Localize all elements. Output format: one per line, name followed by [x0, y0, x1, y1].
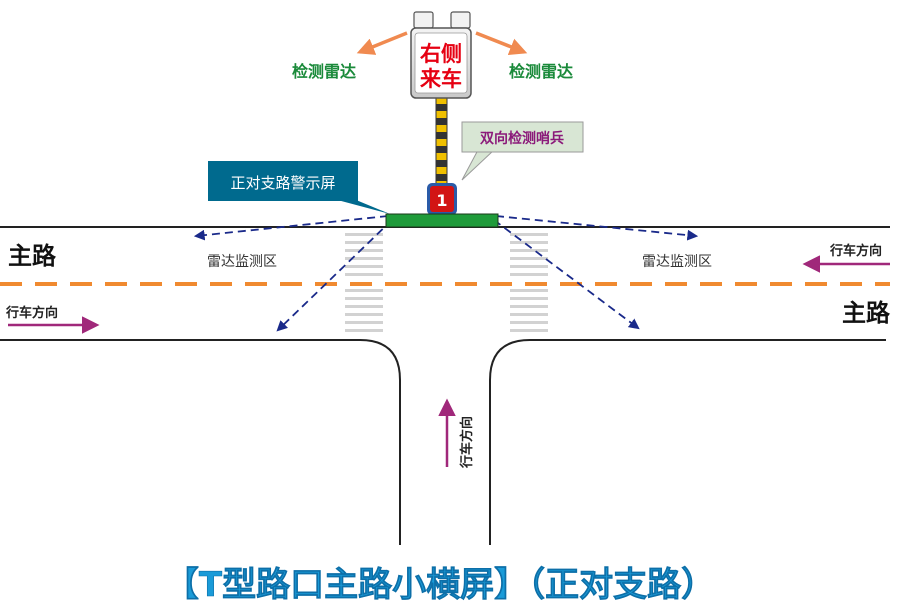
radar-beam-left-main — [193, 215, 389, 241]
radar-box-left — [413, 11, 434, 29]
radar-arrow-left — [356, 31, 408, 55]
screen-label: 正对支路警示屏 — [230, 174, 335, 192]
radar-beam-left-down — [276, 219, 393, 332]
sentinel-callout — [461, 121, 584, 153]
radar-arrow-right — [475, 31, 528, 55]
drive-dir-label-right-lane: 行车方向 — [829, 243, 882, 259]
monitor-zone-label-left: 雷达监测区 — [207, 254, 277, 270]
screen-callout — [208, 161, 358, 201]
sign-text-line2: 来车 — [420, 67, 462, 91]
pole-stripes — [436, 104, 447, 181]
sentinel-number: 1 — [436, 191, 447, 210]
drive-dir-label-left-lane: 行车方向 — [5, 305, 58, 321]
radar-label-right: 检测雷达 — [509, 62, 573, 81]
sentinel-callout-pointer — [461, 149, 496, 181]
sentinel-label: 双向检测哨兵 — [480, 130, 564, 147]
main-road-label-right: 主路 — [842, 299, 891, 327]
zebra-crossing-right — [510, 233, 548, 332]
monitor-zone-label-right: 雷达监测区 — [642, 254, 712, 270]
radar-box-right — [450, 11, 471, 29]
warning-sign-face — [414, 32, 468, 94]
main-road-bottom-right-edge — [489, 339, 886, 545]
drive-dir-label-branch: 行车方向 — [459, 416, 475, 469]
diagram-title: 【T型路口主路小横屏】（正对支路） — [165, 565, 715, 605]
radar-beam-right-main — [495, 215, 699, 241]
branch-warning-screen — [385, 213, 499, 228]
main-road-label-left: 主路 — [8, 242, 57, 270]
radar-beams — [193, 215, 699, 332]
zebra-crossing-left — [345, 233, 383, 332]
main-road-bottom-left-edge — [0, 339, 401, 545]
radar-beam-right-down — [493, 219, 640, 330]
sentinel-device-face — [430, 186, 454, 212]
radar-label-left: 检测雷达 — [292, 62, 356, 81]
sign-text-line1: 右侧 — [420, 42, 462, 66]
